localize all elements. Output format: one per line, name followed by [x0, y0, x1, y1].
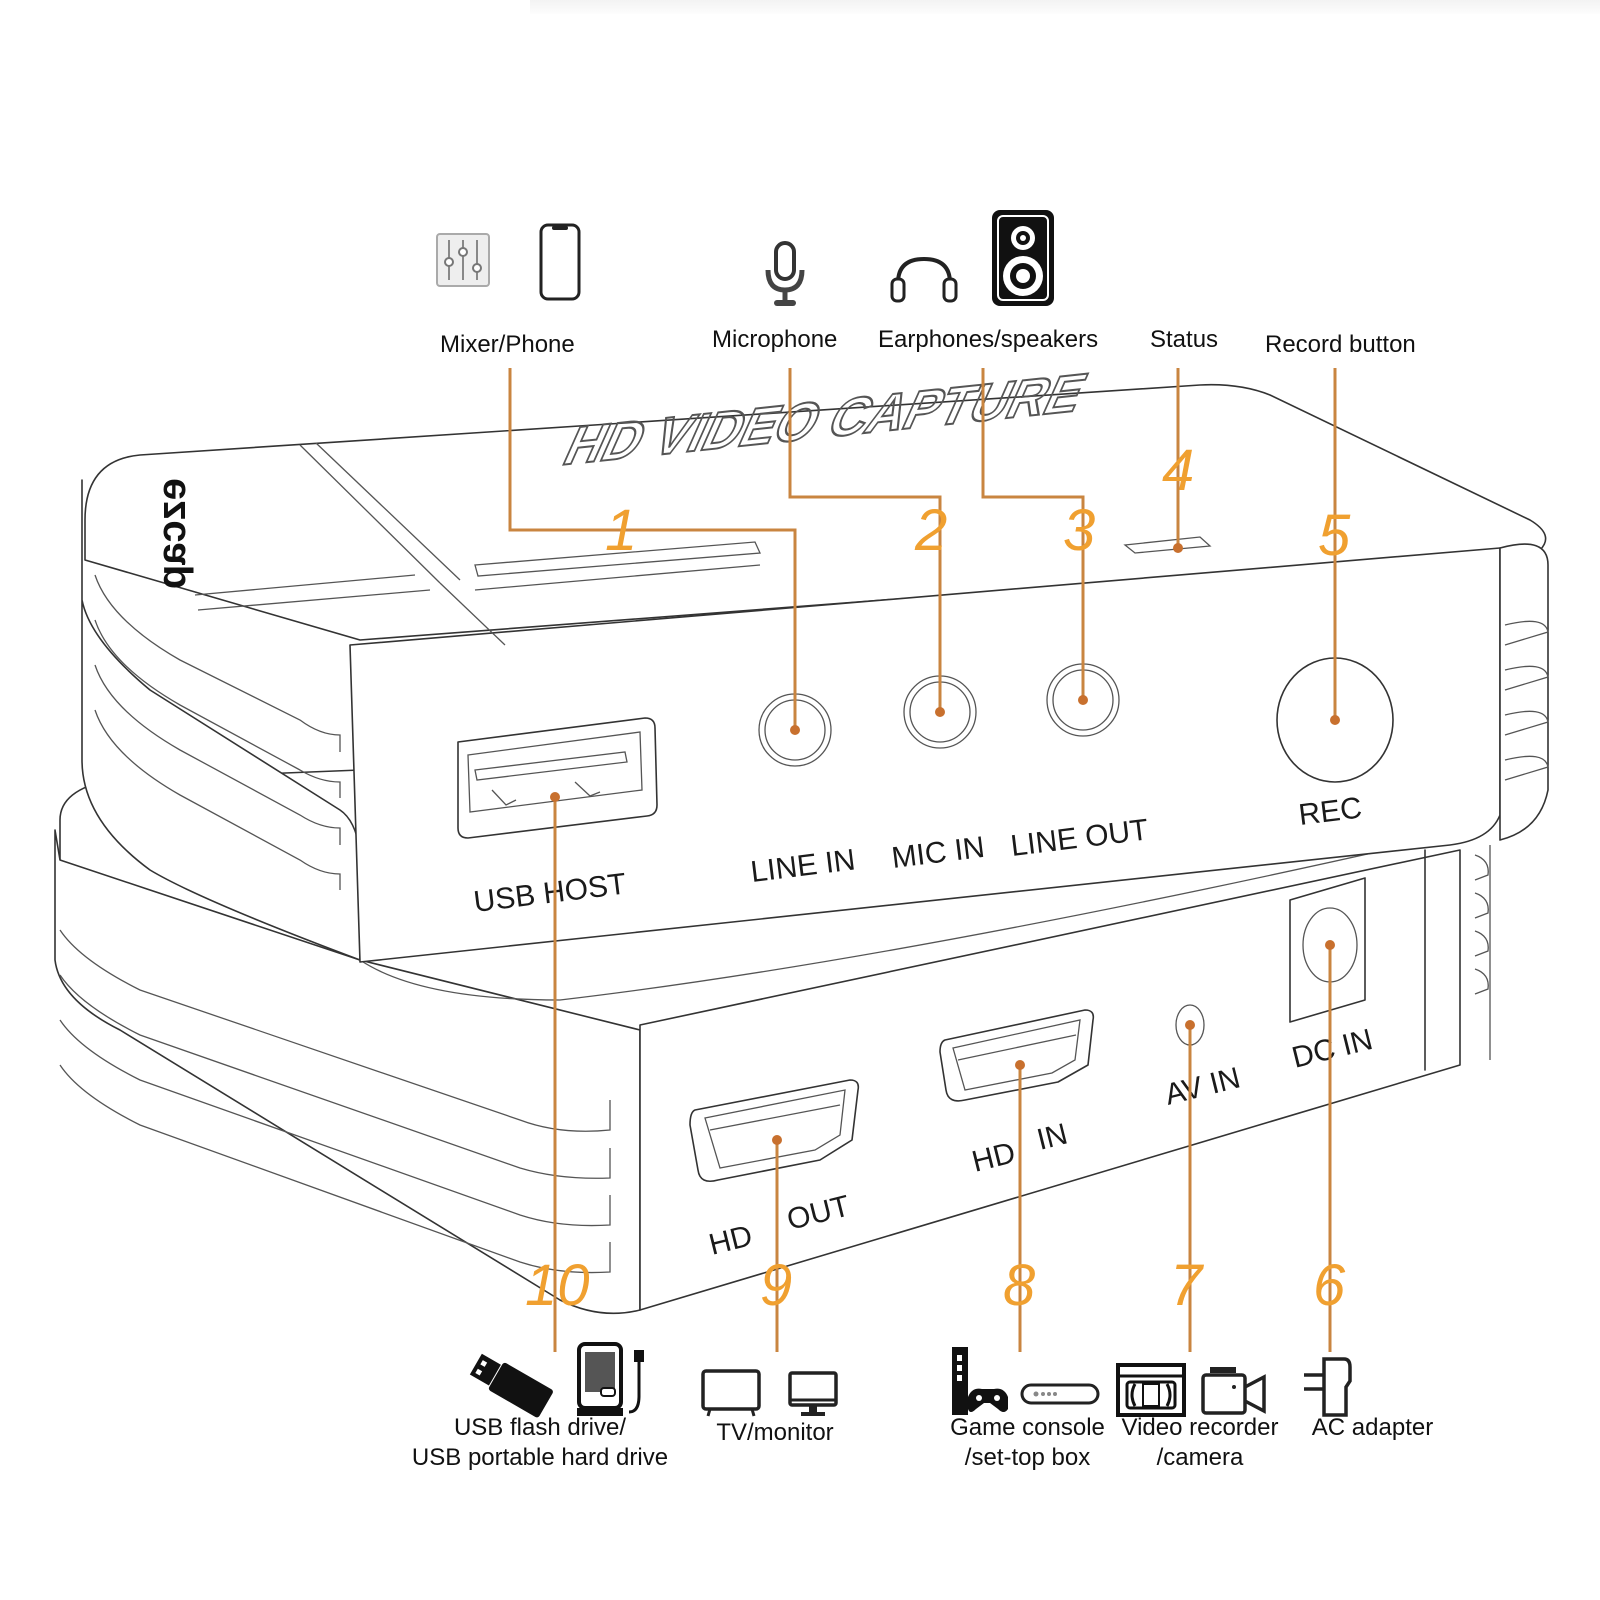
speaker-icon [990, 208, 1056, 308]
monitor-icon [787, 1370, 839, 1418]
callout-number-3: 3 [1063, 498, 1095, 563]
label-game-console-line1: Game console [950, 1414, 1105, 1441]
label-ac-adapter: AC adapter [1311, 1414, 1434, 1441]
callout-number-10: 10 [525, 1253, 590, 1318]
callout-number-1: 1 [605, 498, 637, 563]
portable-hard-drive-icon [575, 1342, 655, 1422]
label-usb-storage: USB flash drive/ USB portable hard drive [395, 1413, 685, 1473]
label-record-button: Record button [1265, 331, 1416, 358]
callout-number-9: 9 [760, 1253, 792, 1318]
callout-number-4: 4 [1162, 438, 1194, 503]
set-top-box-icon [1020, 1382, 1100, 1406]
tv-icon [700, 1368, 762, 1418]
leader-3 [981, 368, 1085, 700]
upper-right-grooves [1504, 620, 1549, 781]
dc-in-port [1289, 877, 1366, 1023]
lower-right-grooves [1474, 845, 1491, 1060]
camcorder-icon [1200, 1365, 1268, 1417]
label-video-recorder-line1: Video recorder [1121, 1414, 1279, 1441]
label-status: Status [1150, 326, 1219, 353]
mixer-icon [435, 232, 491, 288]
callout-numbers: 1 2 3 4 5 6 7 8 9 10 [525, 438, 1351, 1318]
microphone-icon [760, 240, 810, 310]
leader-2 [788, 368, 942, 712]
vcr-tape-icon [1115, 1362, 1187, 1418]
label-mixer-phone: Mixer/Phone [440, 331, 575, 358]
hd-in-port [939, 1009, 1095, 1102]
label-microphone: Microphone [712, 326, 838, 353]
upper-unit: ezcap HD VIDEO CAPTURE [81, 360, 1549, 963]
headphones-icon [890, 255, 958, 303]
phone-icon [538, 222, 582, 302]
brand-logo: ezcap [150, 478, 194, 589]
callout-number-5: 5 [1318, 503, 1351, 568]
label-game-console: Game console /set-top box [940, 1413, 1115, 1473]
label-earphones-speakers: Earphones/speakers [878, 326, 1099, 353]
usb-flash-drive-icon [465, 1350, 555, 1420]
hd-out-port [689, 1079, 860, 1183]
label-tv-monitor: TV/monitor [716, 1419, 834, 1446]
label-usb-storage-line1: USB flash drive/ [453, 1414, 627, 1441]
label-video-recorder-line2: /camera [1156, 1444, 1244, 1471]
callout-number-6: 6 [1313, 1253, 1346, 1318]
leader-1 [508, 368, 797, 730]
callout-number-2: 2 [914, 498, 947, 563]
lower-vent-grooves [59, 929, 611, 1274]
game-console-icon [950, 1345, 1010, 1417]
status-led [1123, 536, 1212, 554]
top-shadow-band [530, 0, 1600, 14]
label-game-console-line2: /set-top box [964, 1444, 1091, 1471]
leader-lines [508, 368, 1340, 1352]
callout-number-7: 7 [1170, 1253, 1205, 1318]
callout-number-8: 8 [1003, 1253, 1035, 1318]
upper-vent-grooves [94, 574, 341, 890]
rec-label: REC [1297, 791, 1364, 831]
usb-host-port [457, 717, 658, 839]
label-usb-storage-line2: USB portable hard drive [411, 1444, 669, 1471]
label-video-recorder: Video recorder /camera [1115, 1413, 1285, 1473]
ac-adapter-icon [1300, 1355, 1356, 1419]
